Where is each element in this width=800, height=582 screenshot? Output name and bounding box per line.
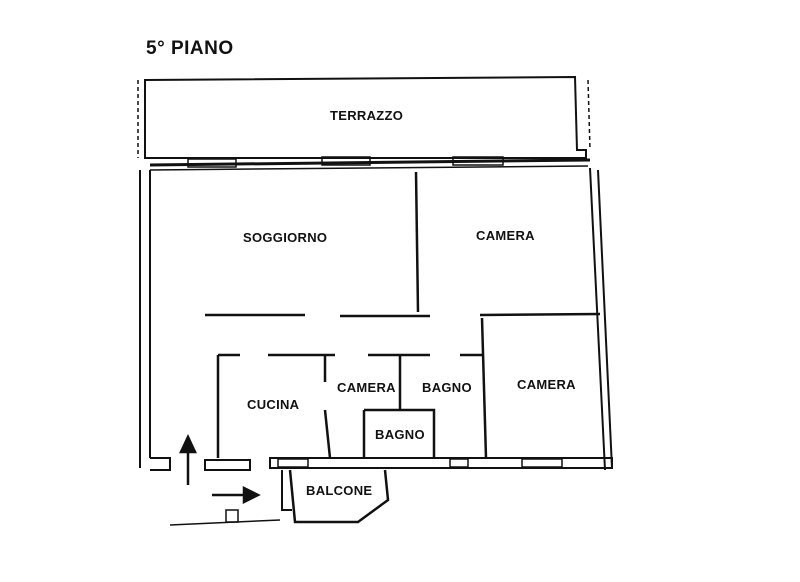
arrow-right-icon: [212, 485, 261, 505]
outer-wall-right: [589, 167, 613, 471]
room-label-bagno-upper: BAGNO: [422, 380, 472, 395]
window-top-3: [452, 156, 504, 166]
window-top-2: [321, 156, 371, 166]
room-label-camera-se: CAMERA: [517, 377, 576, 392]
room-label-camera-center: CAMERA: [337, 380, 396, 395]
wall-cucina-right: [323, 355, 332, 459]
arrow-up-icon: [179, 434, 197, 485]
balcony-outline: [288, 469, 390, 524]
wall-horizontal-mid: [205, 312, 601, 318]
room-label-soggiorno: SOGGIORNO: [243, 230, 328, 245]
wall-soggiorno-camera: [414, 171, 420, 313]
room-label-bagno-lower: BAGNO: [375, 427, 425, 442]
window-bottom-1: [277, 458, 309, 468]
outer-wall-left: [139, 170, 151, 468]
wall-camera-se-left: [480, 317, 488, 459]
terrace-outline: [144, 75, 587, 159]
floor-title: 5° PIANO: [146, 38, 234, 59]
entrance-pillar: [225, 509, 239, 523]
window-bottom-3: [521, 458, 563, 468]
room-label-cucina: CUCINA: [247, 397, 300, 412]
bagno-lower-box: [362, 408, 436, 458]
room-label-camera-ne: CAMERA: [476, 228, 535, 243]
terrace-inner-right: [587, 79, 591, 151]
room-label-balcone: BALCONE: [306, 483, 373, 498]
outer-wall-bottom: [150, 457, 613, 471]
outer-wall-top-inner: [149, 165, 589, 171]
balcony-left-post: [281, 470, 292, 511]
room-label-terrazzo: TERRAZZO: [330, 108, 404, 123]
window-top-1: [187, 158, 237, 168]
window-bottom-2: [449, 458, 469, 468]
entrance-landing: [169, 519, 281, 526]
